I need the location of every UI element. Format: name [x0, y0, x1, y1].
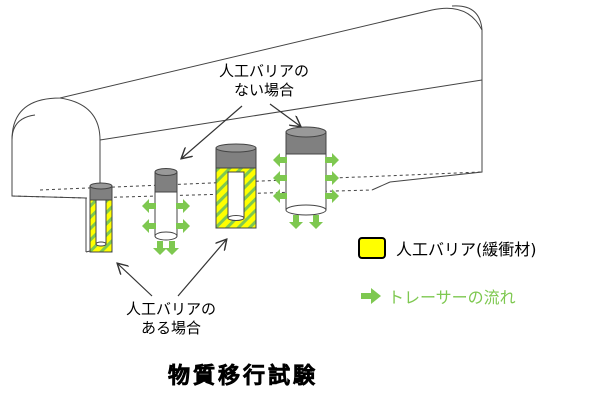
barrier-swatch-icon	[358, 237, 386, 259]
pillar-without-barrier-large	[273, 126, 339, 229]
pillar-with-barrier-small	[89, 182, 113, 253]
tracer-arrow-icon	[361, 288, 381, 304]
legend-barrier: 人工バリア(緩衝材)	[358, 236, 537, 260]
callout-with-barrier-line1: 人工バリアの	[125, 300, 216, 318]
figure-caption: 物質移行試験	[168, 364, 319, 390]
callout-without-barrier-line1: 人工バリアの	[218, 62, 309, 80]
legend-barrier-label: 人工バリア(緩衝材)	[396, 240, 537, 259]
legend-tracer: トレーサーの流れ	[360, 284, 516, 308]
pillar-without-barrier-small	[142, 168, 190, 255]
callout-without-barrier: 人工バリアの ない場合	[200, 62, 328, 100]
legend-tracer-label: トレーサーの流れ	[388, 288, 516, 307]
callout-arrows	[118, 103, 300, 297]
callout-with-barrier: 人工バリアの ある場合	[112, 300, 230, 338]
callout-with-barrier-line2: ある場合	[140, 319, 201, 337]
callout-without-barrier-line2: ない場合	[233, 81, 294, 99]
pillar-with-barrier-large	[215, 143, 257, 229]
